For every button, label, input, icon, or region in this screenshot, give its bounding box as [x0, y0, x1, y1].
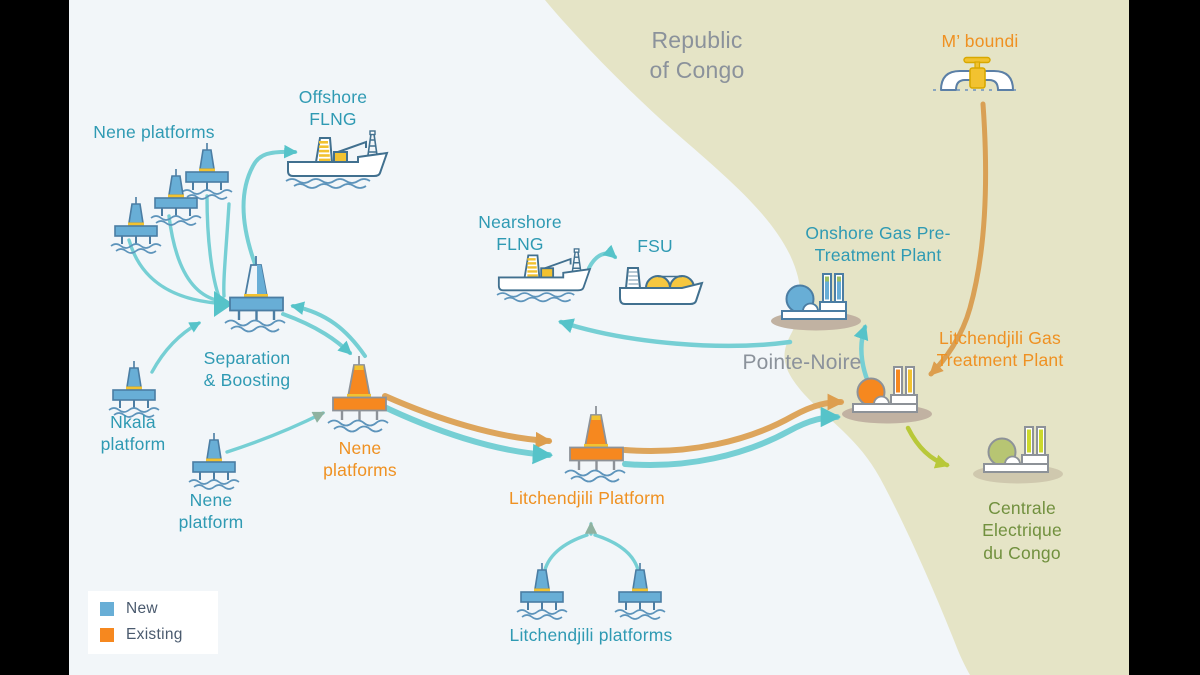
flow-nearshore-flng-to-fsu	[587, 244, 618, 270]
litchendjili-platform-label: Litchendjili Platform	[509, 488, 665, 508]
pipeline-orange-litch-platform-to-plant	[622, 393, 845, 455]
offshore-flng-label: Offshore FLNG	[298, 87, 368, 130]
pipeline-orange-nene-to-litch-platform	[382, 393, 553, 449]
pipeline-teal-litch-platform-to-plant	[622, 406, 842, 469]
centrale-electrique-icon	[973, 426, 1063, 484]
nearshore-flng-ship-icon	[496, 247, 591, 303]
onshore-pretreatment-plant-label: Onshore Gas Pre- Treatment Plant	[805, 223, 951, 266]
legend-existing-swatch	[100, 628, 114, 642]
nene-platforms-existing-label: Nene platforms	[323, 438, 397, 481]
fsu-label: FSU	[637, 236, 673, 256]
legend-row-existing: Existing	[100, 626, 183, 643]
separation-boosting-platform-icon	[223, 254, 287, 333]
separation-boosting-label: Separation & Boosting	[203, 348, 291, 391]
diagram-art	[108, 0, 1129, 675]
pipeline-teal-nene-to-litch-platform	[377, 402, 554, 465]
fsu-ship-icon	[619, 267, 703, 305]
land-republic-of-congo	[545, 0, 1129, 675]
flow-onshore-plant-to-nearshore-flng	[558, 318, 793, 349]
nkala-platform-label: Nkala platform	[100, 412, 166, 455]
nearshore-flng-label: Nearshore FLNG	[478, 212, 562, 255]
mboundi-valve-icon	[933, 56, 1021, 91]
pointe-noire-label: Pointe-Noire	[742, 351, 862, 374]
flow-lines	[127, 101, 989, 576]
nene-platform-icon	[188, 432, 240, 490]
flow-nkala-to-separation	[150, 321, 202, 374]
flow-separation-to-offshore-flng	[241, 144, 298, 266]
nene-platforms-top-label: Nene platforms	[93, 122, 215, 142]
flow-litch-plant-to-centrale	[905, 425, 950, 469]
mboundi-label: M’ boundi	[941, 31, 1019, 51]
flow-separation-to-nene-existing	[281, 312, 352, 355]
nene-platform-label: Nene platform	[178, 490, 244, 533]
flow-nene-existing-to-separation	[290, 301, 367, 358]
legend-existing-label: Existing	[126, 626, 183, 643]
litchendjili-gas-plant-label: Litchendjili Gas Treatment Plant	[936, 328, 1064, 371]
litchendjili-gas-plant-icon	[842, 366, 932, 424]
legend-row-new: New	[100, 600, 158, 617]
litchendjili-platforms-icon-2	[614, 562, 666, 620]
nene-top-platform-icon-3	[110, 196, 162, 254]
litchendjili-platform-icon	[563, 404, 627, 483]
onshore-pretreatment-plant-icon	[771, 273, 861, 331]
offshore-flng-ship-icon	[285, 130, 388, 189]
pipeline-mboundi-to-litch-plant	[928, 101, 989, 377]
nene-platforms-existing-icon	[326, 354, 390, 433]
centrale-electrique-label: Centrale Electrique du Congo	[982, 498, 1062, 563]
flow-litch-platforms-to-litch-platform	[542, 533, 641, 576]
country-label: Republic of Congo	[649, 27, 745, 83]
flow-nene-platform-to-nene-existing	[225, 411, 326, 454]
legend-new-swatch	[100, 602, 114, 616]
legend-new-label: New	[126, 600, 158, 617]
map-canvas: Nene platforms Offshore FLNG Nearshore F…	[69, 0, 1129, 675]
legend: New Existing	[88, 591, 218, 654]
nene-top-platform-icon-1	[181, 142, 233, 200]
flow-arrowhead-separation	[214, 291, 233, 317]
litchendjili-platforms-label: Litchendjili platforms	[509, 625, 673, 645]
litchendjili-platforms-icon-1	[516, 562, 568, 620]
